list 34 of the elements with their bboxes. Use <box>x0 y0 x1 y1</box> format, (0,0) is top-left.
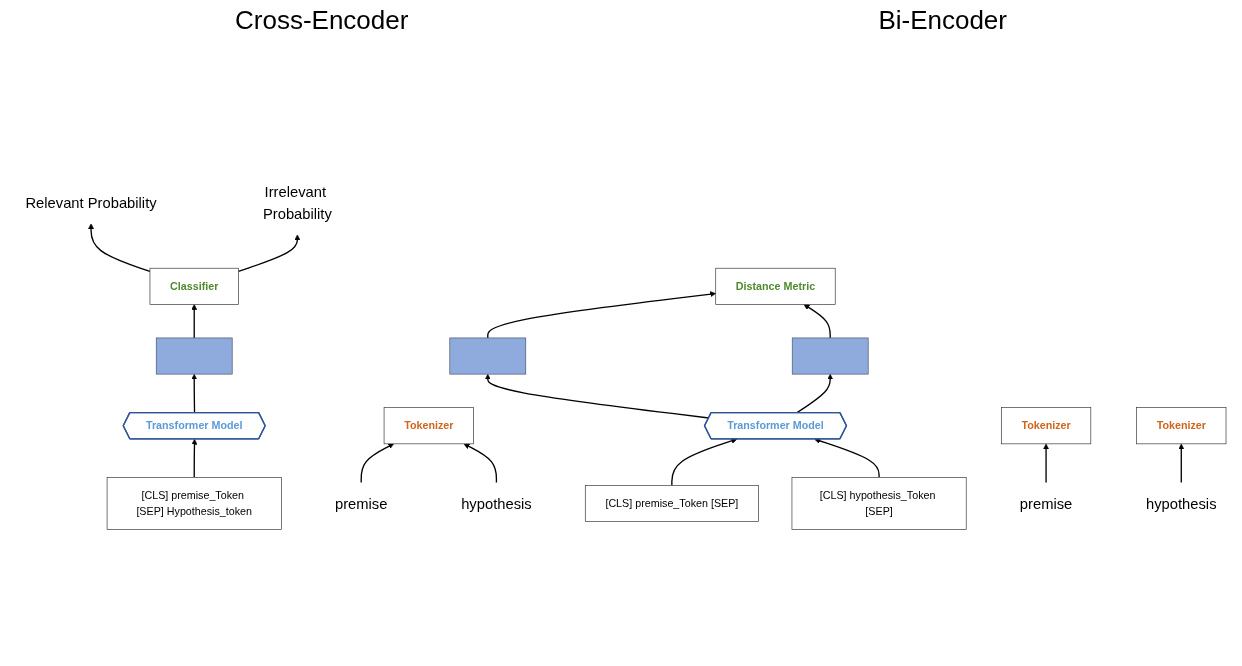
node-box: [CLS] premise_Token [SEP] Hypothesis_token <box>106 477 282 530</box>
node-box: [CLS] hypothesis_Token [SEP] <box>791 477 967 530</box>
arrow <box>484 373 710 419</box>
node-text: hypothesis <box>1146 495 1217 512</box>
node-bar <box>449 337 527 375</box>
arrow <box>671 438 738 487</box>
node-text: Relevant Probability <box>25 194 157 211</box>
arrow <box>191 438 198 479</box>
node-box: Classifier <box>149 267 239 305</box>
arrow <box>88 223 151 273</box>
node-box: Tokenizer <box>1136 407 1227 445</box>
node-text: premise <box>334 495 388 512</box>
arrow <box>360 443 394 484</box>
arrow <box>795 373 834 414</box>
node-bar <box>155 337 233 375</box>
arrow <box>814 438 880 479</box>
arrow <box>1178 443 1185 484</box>
panel-heading: Bi-Encoder <box>878 4 1007 36</box>
node-box: Distance Metric <box>715 267 836 305</box>
node-box: [CLS] premise_Token [SEP] <box>584 485 759 522</box>
node-text: Irrelevant Probability <box>262 183 332 222</box>
panel-heading: Cross-Encoder <box>235 4 409 36</box>
node-box: Tokenizer <box>383 407 474 445</box>
node-box: Tokenizer <box>1001 407 1092 445</box>
node-text: premise <box>1019 495 1073 512</box>
arrow <box>463 443 498 484</box>
arrow <box>191 373 198 414</box>
arrow <box>487 291 716 339</box>
arrow <box>237 234 301 273</box>
arrow <box>191 304 198 339</box>
arrow <box>1043 443 1049 484</box>
node-text: hypothesis <box>461 495 532 512</box>
node-bar <box>791 337 869 375</box>
arrow <box>803 304 831 339</box>
